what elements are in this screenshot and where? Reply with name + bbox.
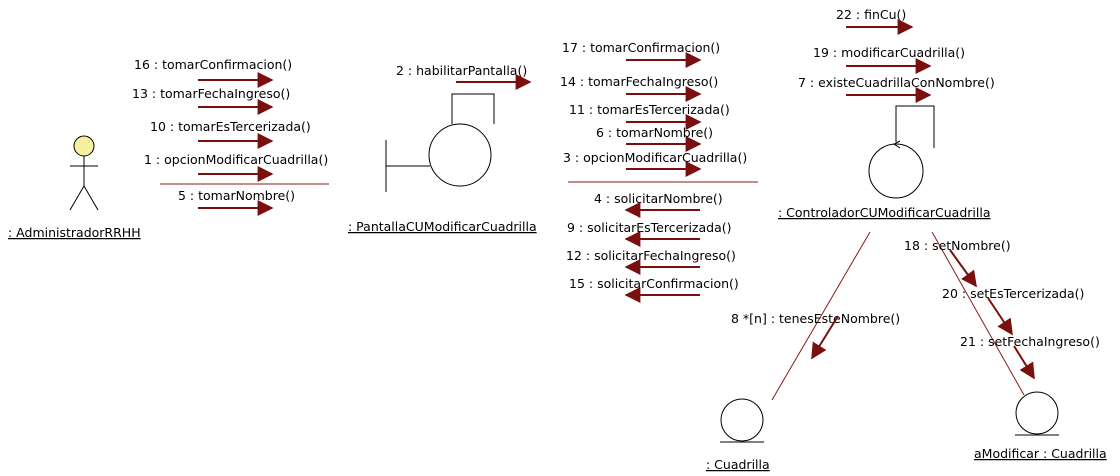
message-label: 14 : tomarFechaIngreso() — [560, 74, 718, 89]
message-label: 3 : opcionModificarCuadrilla() — [563, 150, 747, 165]
message-label: 1 : opcionModificarCuadrilla() — [144, 152, 328, 167]
message-arrow-icon — [949, 249, 977, 288]
message-label: 22 : finCu() — [836, 7, 906, 22]
entity-amodificar-label: aModificar : Cuadrilla — [974, 446, 1107, 461]
message-control-to-cuadrilla: 8 *[n] : tenesEsteNombre() — [731, 311, 900, 360]
message-label: 16 : tomarConfirmacion() — [134, 57, 292, 72]
message-label: 9 : solicitarEsTercerizada() — [567, 220, 731, 235]
message-arrow-icon — [987, 297, 1013, 336]
control-arrowhead-icon — [893, 140, 901, 149]
message-arrow-icon — [1013, 345, 1035, 380]
message-label: 15 : solicitarConfirmacion() — [569, 276, 739, 291]
messages-actor-to-boundary: 16 : tomarConfirmacion() 13 : tomarFecha… — [132, 57, 328, 216]
message-label: 17 : tomarConfirmacion() — [562, 40, 720, 55]
entity-amodificar-circle — [1015, 391, 1059, 435]
message-label: 13 : tomarFechaIngreso() — [132, 86, 290, 101]
message-label: 5 : tomarNombre() — [178, 188, 295, 203]
entity-cuadrilla-circle — [720, 398, 764, 442]
actor-leg-right — [83, 185, 99, 211]
message-label: 18 : setNombre() — [904, 238, 1011, 253]
actor-head — [73, 135, 95, 157]
messages-boundary-to-control: 17 : tomarConfirmacion() 14 : tomarFecha… — [560, 40, 747, 177]
message-boundary-self: 2 : habilitarPantalla() — [396, 63, 532, 90]
control-circle — [868, 143, 924, 199]
entity-amodificar[interactable]: aModificar : Cuadrilla — [974, 391, 1107, 461]
messages-control-self: 22 : finCu() 19 : modificarCuadrilla() 7… — [798, 7, 995, 103]
message-label: 21 : setFechaIngreso() — [960, 334, 1100, 349]
actor-label: : AdministradorRRHH — [8, 225, 141, 240]
message-label: 20 : setEsTercerizada() — [942, 286, 1084, 301]
message-label: 8 *[n] : tenesEsteNombre() — [731, 311, 900, 326]
control-label: : ControladorCUModificarCuadrilla — [778, 205, 990, 220]
message-label: 19 : modificarCuadrilla() — [813, 45, 965, 60]
control-controlador[interactable]: : ControladorCUModificarCuadrilla — [778, 105, 990, 220]
boundary-circle — [428, 123, 492, 187]
boundary-pantalla[interactable]: : PantallaCUModificarCuadrilla — [348, 93, 537, 234]
control-self-loop — [895, 105, 935, 148]
actor-leg-left — [69, 185, 85, 211]
message-label: 10 : tomarEsTercerizada() — [150, 119, 311, 134]
entity-cuadrilla-label: : Cuadrilla — [706, 457, 770, 472]
boundary-label: : PantallaCUModificarCuadrilla — [348, 219, 537, 234]
messages-control-to-boundary: 4 : solicitarNombre() 9 : solicitarEsTer… — [566, 191, 739, 303]
message-label: 6 : tomarNombre() — [596, 125, 713, 140]
message-arrow-icon — [811, 315, 839, 360]
message-label: 7 : existeCuadrillaConNombre() — [798, 75, 995, 90]
link-control-amodificar — [931, 231, 1025, 396]
link-control-cuadrilla — [771, 231, 871, 401]
actor-administrador[interactable]: : AdministradorRRHH — [8, 135, 141, 240]
messages-control-to-amodificar: 18 : setNombre() 20 : setEsTercerizada()… — [904, 238, 1100, 380]
message-label: 2 : habilitarPantalla() — [396, 63, 527, 78]
message-label: 4 : solicitarNombre() — [594, 191, 723, 206]
entity-cuadrilla[interactable]: : Cuadrilla — [706, 398, 770, 472]
boundary-self-loop — [451, 93, 495, 124]
message-label: 11 : tomarEsTercerizada() — [569, 102, 730, 117]
message-label: 12 : solicitarFechaIngreso() — [566, 248, 736, 263]
